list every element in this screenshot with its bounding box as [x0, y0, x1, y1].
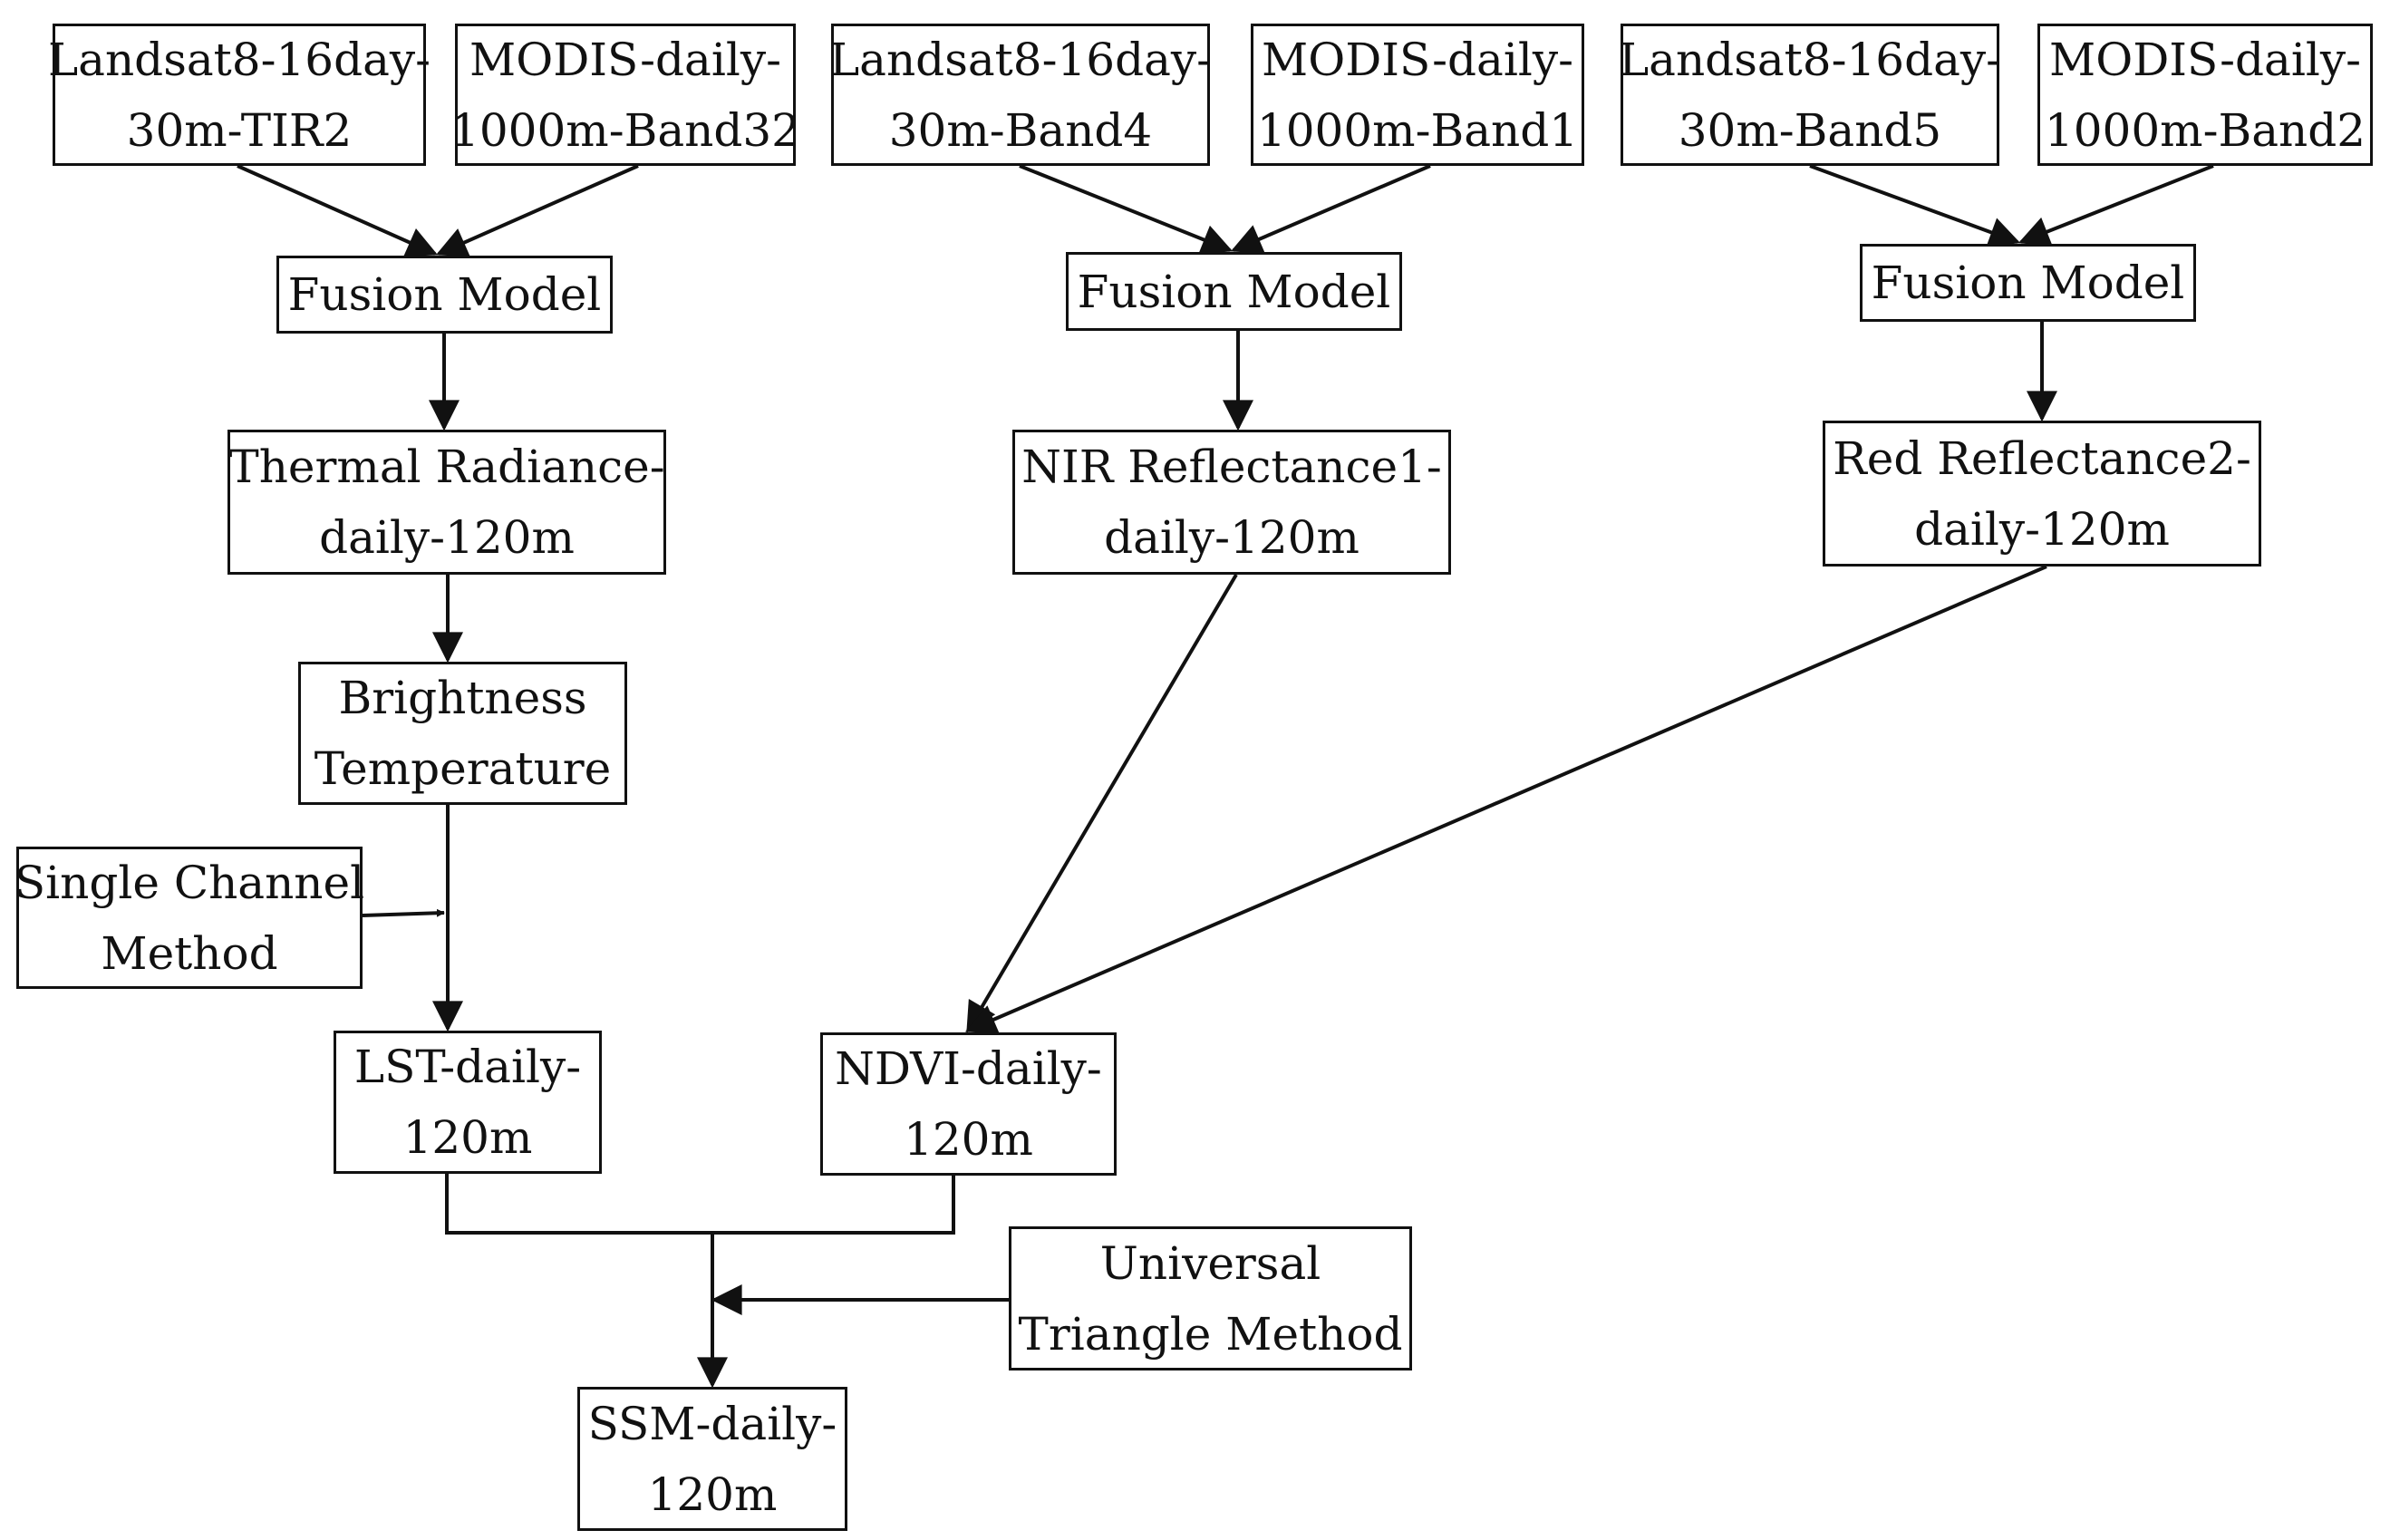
arrow-tir2-to-fusion1 — [237, 164, 439, 257]
arrow-band4-to-fusion2 — [1019, 164, 1234, 255]
single-channel-method-line1: Single Channel — [14, 856, 365, 909]
modis-band1-line2: 1000m-Band1 — [1256, 103, 1579, 157]
ndvi-daily-line2: 120m — [904, 1113, 1033, 1166]
single-channel-method-box: Single Channel Method — [14, 847, 365, 989]
fusion-model-2-label: Fusion Model — [1077, 265, 1391, 318]
lst-daily-box: LST-daily- 120m — [334, 1031, 602, 1174]
fusion-model-1-box: Fusion Model — [276, 256, 613, 334]
universal-triangle-method-line1: Universal — [1099, 1236, 1321, 1290]
modis-band32-line2: 1000m-Band32 — [450, 103, 800, 157]
landsat-tir2-line1: Landsat8-16day- — [47, 33, 431, 86]
red-reflectance-line2: daily-120m — [1914, 502, 2170, 556]
ssm-daily-box: SSM-daily- 120m — [577, 1387, 847, 1531]
brightness-temperature-line2: Temperature — [314, 742, 612, 795]
modis-band1-box: MODIS-daily- 1000m-Band1 — [1251, 24, 1584, 166]
arrow-red-to-ndvi — [964, 565, 2047, 1034]
single-channel-method-line2: Method — [101, 926, 278, 980]
ssm-daily-line2: 120m — [647, 1467, 778, 1521]
arrow-singlechannel-to-line — [362, 908, 445, 917]
modis-band32-line1: MODIS-daily- — [469, 33, 781, 86]
fusion-model-3-label: Fusion Model — [1871, 257, 2185, 309]
fusion-model-1-label: Fusion Model — [287, 268, 602, 321]
universal-triangle-method-box: Universal Triangle Method — [1009, 1226, 1412, 1371]
landsat-tir2-box: Landsat8-16day- 30m-TIR2 — [48, 24, 431, 166]
lst-daily-line2: 120m — [402, 1111, 533, 1164]
modis-band2-line2: 1000m-Band2 — [2044, 103, 2366, 157]
modis-band32-box: MODIS-daily- 1000m-Band32 — [450, 24, 800, 166]
modis-band2-box: MODIS-daily- 1000m-Band2 — [2037, 24, 2373, 166]
brightness-temperature-line1: Brightness — [338, 672, 587, 724]
thermal-radiance-line2: daily-120m — [319, 511, 575, 564]
thermal-radiance-box: Thermal Radiance- daily-120m — [227, 430, 666, 575]
modis-band1-line1: MODIS-daily- — [1262, 33, 1573, 86]
red-reflectance-line1: Red Reflectance2- — [1833, 431, 2251, 485]
ndvi-daily-box: NDVI-daily- 120m — [820, 1032, 1117, 1176]
arrow-band1-to-fusion2 — [1230, 164, 1431, 254]
modis-band2-line1: MODIS-daily- — [2049, 33, 2361, 86]
landsat-band4-line1: Landsat8-16day- — [828, 33, 1213, 86]
fusion-model-2-box: Fusion Model — [1066, 252, 1402, 331]
arrow-band2-to-fusion3 — [2017, 164, 2214, 247]
lst-daily-line1: LST-daily- — [353, 1041, 582, 1093]
arrow-nir-to-ndvi — [966, 573, 1238, 1033]
thermal-radiance-line1: Thermal Radiance- — [228, 441, 665, 493]
universal-triangle-method-line2: Triangle Method — [1018, 1307, 1403, 1361]
ssm-daily-line1: SSM-daily- — [587, 1397, 837, 1450]
landsat-band4-line2: 30m-Band4 — [888, 103, 1153, 157]
merge-lst-ndvi-line — [445, 1174, 955, 1235]
nir-reflectance-box: NIR Reflectance1- daily-120m — [1012, 430, 1451, 575]
arrow-band32-to-fusion1 — [435, 164, 639, 257]
ndvi-daily-line1: NDVI-daily- — [835, 1042, 1102, 1095]
fusion-model-3-box: Fusion Model — [1860, 244, 2196, 322]
landsat-band5-line1: Landsat8-16day- — [1618, 33, 2002, 86]
landsat-tir2-line2: 30m-TIR2 — [126, 103, 353, 157]
arrow-band5-to-fusion3 — [1809, 164, 2021, 247]
landsat-band5-line2: 30m-Band5 — [1678, 103, 1942, 157]
nir-reflectance-line1: NIR Reflectance1- — [1021, 441, 1442, 493]
red-reflectance-box: Red Reflectance2- daily-120m — [1823, 421, 2261, 567]
landsat-band4-box: Landsat8-16day- 30m-Band4 — [828, 24, 1213, 166]
landsat-band5-box: Landsat8-16day- 30m-Band5 — [1618, 24, 2002, 166]
brightness-temperature-box: Brightness Temperature — [298, 662, 627, 805]
nir-reflectance-line2: daily-120m — [1104, 511, 1359, 564]
